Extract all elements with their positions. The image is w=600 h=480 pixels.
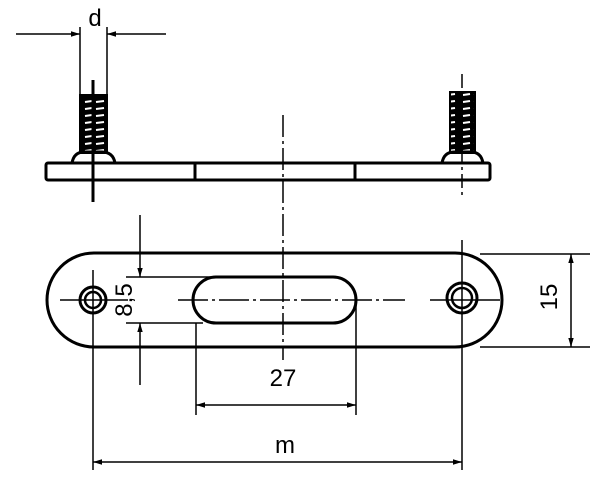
dim-m-label: m [275,432,295,459]
plan-view: 15 8,5 27 m [45,215,590,470]
side-view: d [16,5,492,202]
dim-15-label: 15 [536,284,563,311]
dim-d-label: d [88,5,101,32]
left-screw [70,80,117,202]
right-screw [440,74,485,196]
dim-8-5-label: 8,5 [111,283,138,316]
plate-side [44,161,492,182]
dim-27-label: 27 [270,365,297,392]
plate-plan [45,251,504,349]
